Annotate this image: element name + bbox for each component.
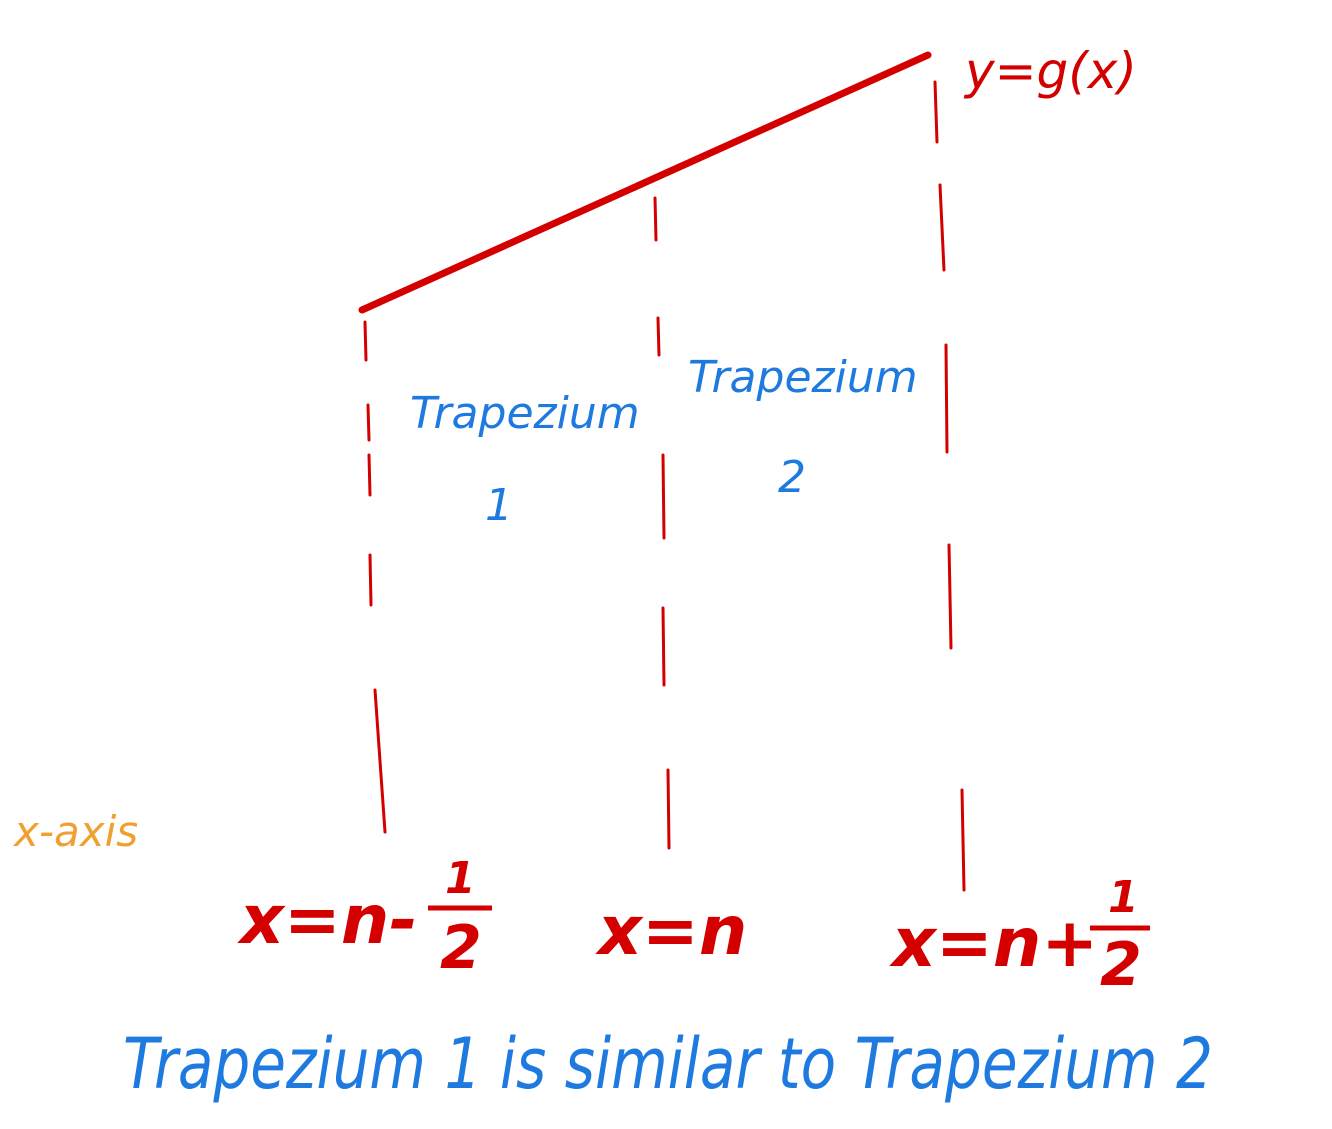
bound-right-denominator: 2 — [1100, 930, 1142, 1000]
region-2-title: Trapezium — [688, 352, 918, 403]
curve-label: y=g(x) — [963, 42, 1137, 100]
bound-right-text: x=n+ — [889, 904, 1098, 983]
axis-label: x-axis — [12, 807, 138, 856]
bound-left-denominator: 2 — [440, 913, 482, 983]
region-2-number: 2 — [778, 452, 806, 503]
bound-left-text: x=n- — [237, 881, 417, 960]
guide-right — [933, 80, 966, 892]
guide-left — [363, 320, 387, 834]
bound-left-label: x=n- 1 2 — [237, 853, 492, 983]
region-1-number: 1 — [485, 480, 513, 531]
vertical-guides — [363, 80, 966, 892]
bound-middle-label: x=n — [595, 892, 747, 971]
caption: Trapezium 1 is similar to Trapezium 2 — [123, 1023, 1213, 1105]
guide-middle — [653, 196, 671, 850]
bound-left-numerator: 1 — [445, 853, 476, 904]
curve-line — [358, 51, 932, 314]
bound-right-numerator: 1 — [1108, 872, 1139, 923]
bound-right-label: x=n+ 1 2 — [889, 872, 1150, 1000]
region-1-title: Trapezium — [410, 388, 640, 439]
